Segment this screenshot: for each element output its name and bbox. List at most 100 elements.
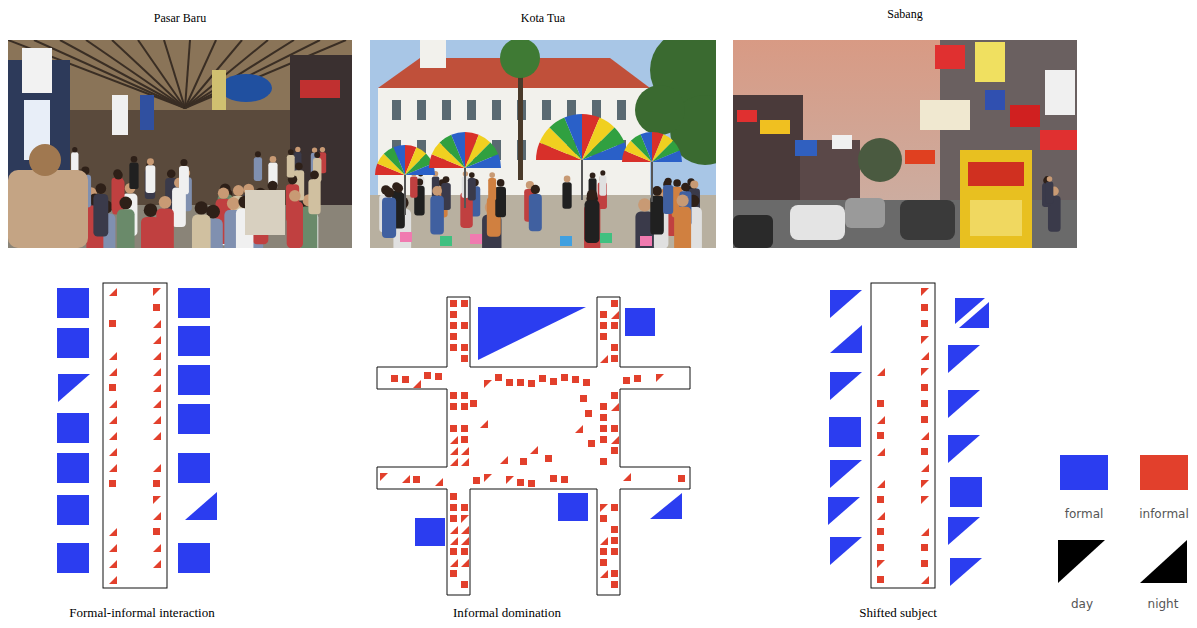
informal-vendor: [877, 544, 884, 551]
informal-vendor: [517, 479, 524, 486]
informal-night-vendor: [109, 352, 117, 360]
person-head: [564, 176, 571, 183]
informal-vendor: [611, 344, 618, 351]
building: [733, 95, 803, 205]
informal-vendor: [580, 395, 587, 402]
formal-day-shop: [948, 435, 980, 463]
food-cart: [960, 150, 1032, 248]
informal-night-vendor: [921, 464, 929, 472]
person-head: [489, 172, 495, 178]
informal-vendor: [611, 526, 618, 533]
informal-vendor: [634, 375, 641, 382]
informal-night-vendor: [109, 528, 117, 536]
shopfront: [290, 55, 352, 205]
umbrella-panel: [652, 151, 682, 162]
informal-vendor: [600, 425, 607, 432]
informal-vendor: [611, 581, 618, 588]
informal-vendor: [600, 458, 607, 465]
informal-night-vendor: [450, 537, 458, 545]
informal-night-vendor: [877, 368, 885, 376]
formal-building: [178, 326, 210, 356]
informal-night-vendor: [109, 560, 117, 568]
formal-building: [415, 518, 445, 546]
person-body: [156, 209, 174, 248]
formal-day-shop: [830, 537, 862, 565]
informal-night-vendor: [153, 560, 161, 568]
informal-vendor: [461, 355, 468, 362]
person-head: [443, 176, 450, 183]
foreground-man: [8, 170, 88, 248]
person-head: [268, 181, 278, 191]
informal-day-vendor: [921, 480, 929, 488]
informal-vendor: [600, 333, 607, 340]
person-body: [287, 202, 303, 248]
shop-sign: [832, 135, 852, 149]
formal-day-shop: [830, 372, 862, 400]
sky: [733, 40, 1077, 248]
stool: [560, 236, 572, 246]
person-body: [308, 179, 320, 214]
informal-night-vendor: [461, 537, 469, 545]
informal-vendor: [520, 458, 527, 465]
formal-building: [57, 453, 89, 483]
car: [733, 215, 773, 248]
person-body: [430, 196, 444, 235]
legend-text: formal: [1065, 507, 1104, 521]
informal-night-vendor: [450, 458, 458, 466]
informal-night-vendor: [109, 416, 117, 424]
informal-night-vendor: [611, 311, 619, 319]
informal-vendor: [600, 559, 607, 566]
shop-sign: [300, 80, 340, 98]
informal-night-vendor: [877, 480, 885, 488]
informal-night-vendor: [877, 448, 885, 456]
informal-vendor: [600, 322, 607, 329]
informal-vendor: [611, 322, 618, 329]
car: [845, 198, 885, 228]
person-body: [488, 178, 496, 201]
shop-sign: [795, 140, 817, 156]
shop-sign: [905, 150, 935, 164]
formal-building: [178, 365, 210, 395]
person-head: [180, 159, 187, 166]
formal-building: [57, 328, 89, 358]
person-head: [167, 169, 176, 178]
informal-night-vendor: [402, 475, 410, 483]
person-head: [114, 171, 123, 180]
legend-text: informal: [1139, 507, 1189, 521]
formal-night-shop: [959, 302, 989, 328]
informal-night-vendor: [611, 403, 619, 411]
shop-sign: [212, 70, 226, 110]
informal-vendor: [435, 373, 442, 380]
legend-text: night: [1148, 597, 1179, 611]
informal-vendor: [600, 548, 607, 555]
informal-vendor: [450, 570, 457, 577]
informal-night-vendor: [600, 570, 608, 578]
informal-vendor: [424, 372, 431, 379]
formal-building: [625, 308, 655, 336]
informal-night-vendor: [450, 526, 458, 534]
informal-vendor: [921, 304, 928, 311]
informal-vendor: [461, 504, 468, 511]
legend-shape: [1140, 540, 1188, 584]
informal-vendor: [461, 392, 468, 399]
person-head: [295, 163, 303, 171]
informal-vendor: [450, 322, 457, 329]
person-body: [117, 209, 135, 248]
shop-sign: [220, 74, 272, 102]
informal-vendor: [572, 376, 579, 383]
shop-sign: [1010, 105, 1040, 127]
kota-tua-photo: [370, 40, 716, 248]
person-body: [674, 207, 691, 248]
informal-night-vendor: [153, 320, 161, 328]
informal-vendor: [561, 374, 568, 381]
informal-night-vendor: [109, 400, 117, 408]
person-head: [144, 203, 158, 217]
pasar-baru-photo: [8, 40, 352, 248]
informal-vendor: [109, 320, 116, 327]
informal-vendor: [450, 403, 457, 410]
cart-panel: [968, 162, 1024, 186]
formal-building: [829, 417, 861, 447]
photo-ground: [8, 40, 352, 248]
person-body: [93, 194, 108, 237]
informal-vendor: [470, 400, 477, 407]
